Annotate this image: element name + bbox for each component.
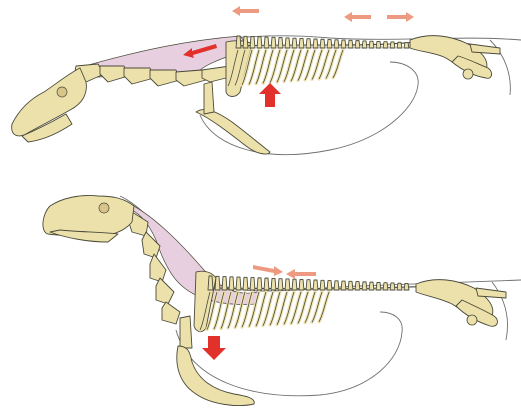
bottom-skeleton bbox=[43, 195, 521, 405]
spinous-process bbox=[404, 43, 409, 48]
bottom-tail bbox=[476, 288, 506, 298]
spinous-process bbox=[334, 281, 339, 290]
spinous-process bbox=[362, 41, 367, 48]
spinous-process bbox=[257, 37, 262, 48]
spinous-process bbox=[243, 36, 248, 48]
spinous-process bbox=[250, 37, 255, 48]
spinous-process bbox=[404, 283, 409, 290]
spinous-process bbox=[292, 38, 297, 48]
spinous-process bbox=[383, 283, 388, 290]
spinous-process bbox=[215, 276, 220, 290]
spinous-process bbox=[327, 40, 332, 48]
spinous-process bbox=[208, 276, 213, 290]
spinous-process bbox=[355, 282, 360, 290]
spinous-process bbox=[355, 41, 360, 48]
spinous-process bbox=[236, 277, 241, 290]
top-foreleg bbox=[196, 110, 270, 154]
spinous-process bbox=[271, 37, 276, 48]
spinous-process bbox=[369, 41, 374, 48]
spinous-process bbox=[278, 279, 283, 290]
spinous-process bbox=[257, 278, 262, 290]
spinous-process bbox=[243, 277, 248, 290]
spinous-process bbox=[397, 283, 402, 290]
spinous-process bbox=[236, 36, 241, 48]
spinous-process bbox=[285, 38, 290, 48]
spinous-process bbox=[390, 283, 395, 290]
spinous-process bbox=[320, 39, 325, 48]
spinous-process bbox=[299, 38, 304, 48]
spinous-process bbox=[250, 278, 255, 290]
spinous-process bbox=[306, 39, 311, 48]
top-arrow-light-left-1 bbox=[232, 6, 259, 16]
spinous-process bbox=[313, 280, 318, 290]
top-arrow-light-right bbox=[387, 12, 414, 22]
bottom-upper-arm bbox=[180, 316, 192, 348]
spinous-process bbox=[264, 37, 269, 48]
spinous-process bbox=[327, 281, 332, 290]
spinous-process bbox=[292, 279, 297, 290]
spinous-process bbox=[229, 277, 234, 290]
bottom-hip-joint bbox=[467, 315, 477, 325]
spinous-process bbox=[390, 42, 395, 48]
bottom-skull bbox=[43, 195, 134, 236]
spinous-process bbox=[271, 278, 276, 290]
spinous-process bbox=[376, 282, 381, 290]
spinous-process bbox=[362, 282, 367, 290]
top-arrow-light-left-2 bbox=[344, 12, 371, 22]
spinous-process bbox=[264, 278, 269, 290]
spinous-process bbox=[285, 279, 290, 290]
spinous-process bbox=[341, 40, 346, 48]
bottom-eye-socket bbox=[99, 203, 109, 213]
spinous-process bbox=[313, 39, 318, 48]
spinous-process bbox=[341, 281, 346, 290]
bottom-arrow-light-right bbox=[253, 265, 283, 276]
spinous-process bbox=[222, 277, 227, 290]
spinous-process bbox=[397, 42, 402, 48]
top-hip-joint bbox=[463, 69, 473, 79]
top-arrow-red-up bbox=[259, 83, 281, 107]
spinous-process bbox=[320, 280, 325, 290]
spinous-process bbox=[299, 279, 304, 290]
spinous-process bbox=[369, 282, 374, 290]
spinous-process bbox=[383, 42, 388, 48]
spinous-process bbox=[278, 38, 283, 48]
spinous-process bbox=[334, 40, 339, 48]
spinous-process bbox=[306, 280, 311, 290]
bottom-arrow-red-down bbox=[202, 336, 226, 360]
spinous-process bbox=[348, 40, 353, 48]
bottom-spinous-processes bbox=[208, 276, 409, 290]
top-eye-socket bbox=[57, 87, 67, 97]
bottom-arrow-light-left bbox=[286, 269, 316, 279]
spinous-process bbox=[348, 281, 353, 290]
top-upper-arm bbox=[204, 82, 214, 114]
spinous-process bbox=[376, 41, 381, 48]
